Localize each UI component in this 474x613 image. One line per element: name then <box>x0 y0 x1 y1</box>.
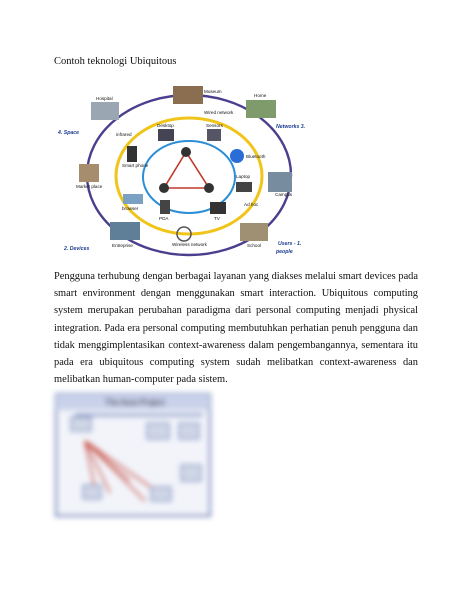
body-paragraph: Pengguna terhubung dengan berbagai layan… <box>54 271 418 386</box>
entreprise-image <box>110 222 140 240</box>
blurred-figure-title: The Aura Project <box>105 398 165 407</box>
label-campus: Campus <box>275 192 293 197</box>
label-tv: TV <box>214 216 221 221</box>
school-image <box>240 223 268 241</box>
label-wired-network: Wired network <box>204 110 234 115</box>
people-triangle <box>162 150 211 189</box>
sensors-icon <box>207 129 221 141</box>
label-space: 4. Space <box>57 130 79 136</box>
label-hospital: Hospital <box>96 96 113 101</box>
label-market-place: Market place <box>76 184 103 189</box>
market-image <box>79 164 99 182</box>
label-sensors: Sensors <box>206 123 224 128</box>
label-smart-phone: Smart phone <box>122 163 149 168</box>
label-entreprise: Entreprise <box>112 243 133 248</box>
smartphone-icon <box>127 146 137 162</box>
person-icon-top <box>181 147 191 157</box>
pda-icon <box>160 200 170 214</box>
label-museum: Museum <box>204 89 222 94</box>
label-browser: browser <box>122 206 139 211</box>
bluetooth-icon <box>230 149 244 163</box>
campus-image <box>268 172 292 192</box>
label-pda: PDA <box>159 216 169 221</box>
label-people: people <box>275 249 293 255</box>
person-icon-left <box>159 183 169 193</box>
label-home: Home <box>254 93 267 98</box>
label-laptop: Laptop <box>236 174 250 179</box>
tv-icon <box>210 202 226 214</box>
label-school: School <box>247 243 261 248</box>
label-infrared: infrared <box>116 132 132 137</box>
browser-icon <box>123 194 143 204</box>
ubiquitous-diagram: Hospital Museum Home Wired network infra… <box>57 86 305 257</box>
label-bluetooth: Bluetooth <box>246 154 266 159</box>
wireless-icon <box>176 226 192 242</box>
museum-image <box>173 86 203 104</box>
laptop-icon <box>236 182 252 192</box>
desktop-icon <box>158 129 174 141</box>
hospital-image <box>91 102 119 120</box>
label-networks: Networks 3. <box>276 124 305 130</box>
label-wireless-network: Wireless network <box>172 242 208 247</box>
label-desktop: Desktop <box>157 123 174 128</box>
blurred-figure: The Aura Project <box>55 393 211 517</box>
home-image <box>246 100 276 118</box>
middle-ring <box>114 116 264 236</box>
person-icon-right <box>204 183 214 193</box>
label-ad-hoc: Ad hoc <box>244 202 259 207</box>
label-users: Users - 1. <box>278 241 301 247</box>
inner-ring <box>142 140 236 214</box>
page-caption: Contoh teknologi Ubiquitous <box>54 56 177 67</box>
label-devices: 2. Devices <box>63 246 89 252</box>
